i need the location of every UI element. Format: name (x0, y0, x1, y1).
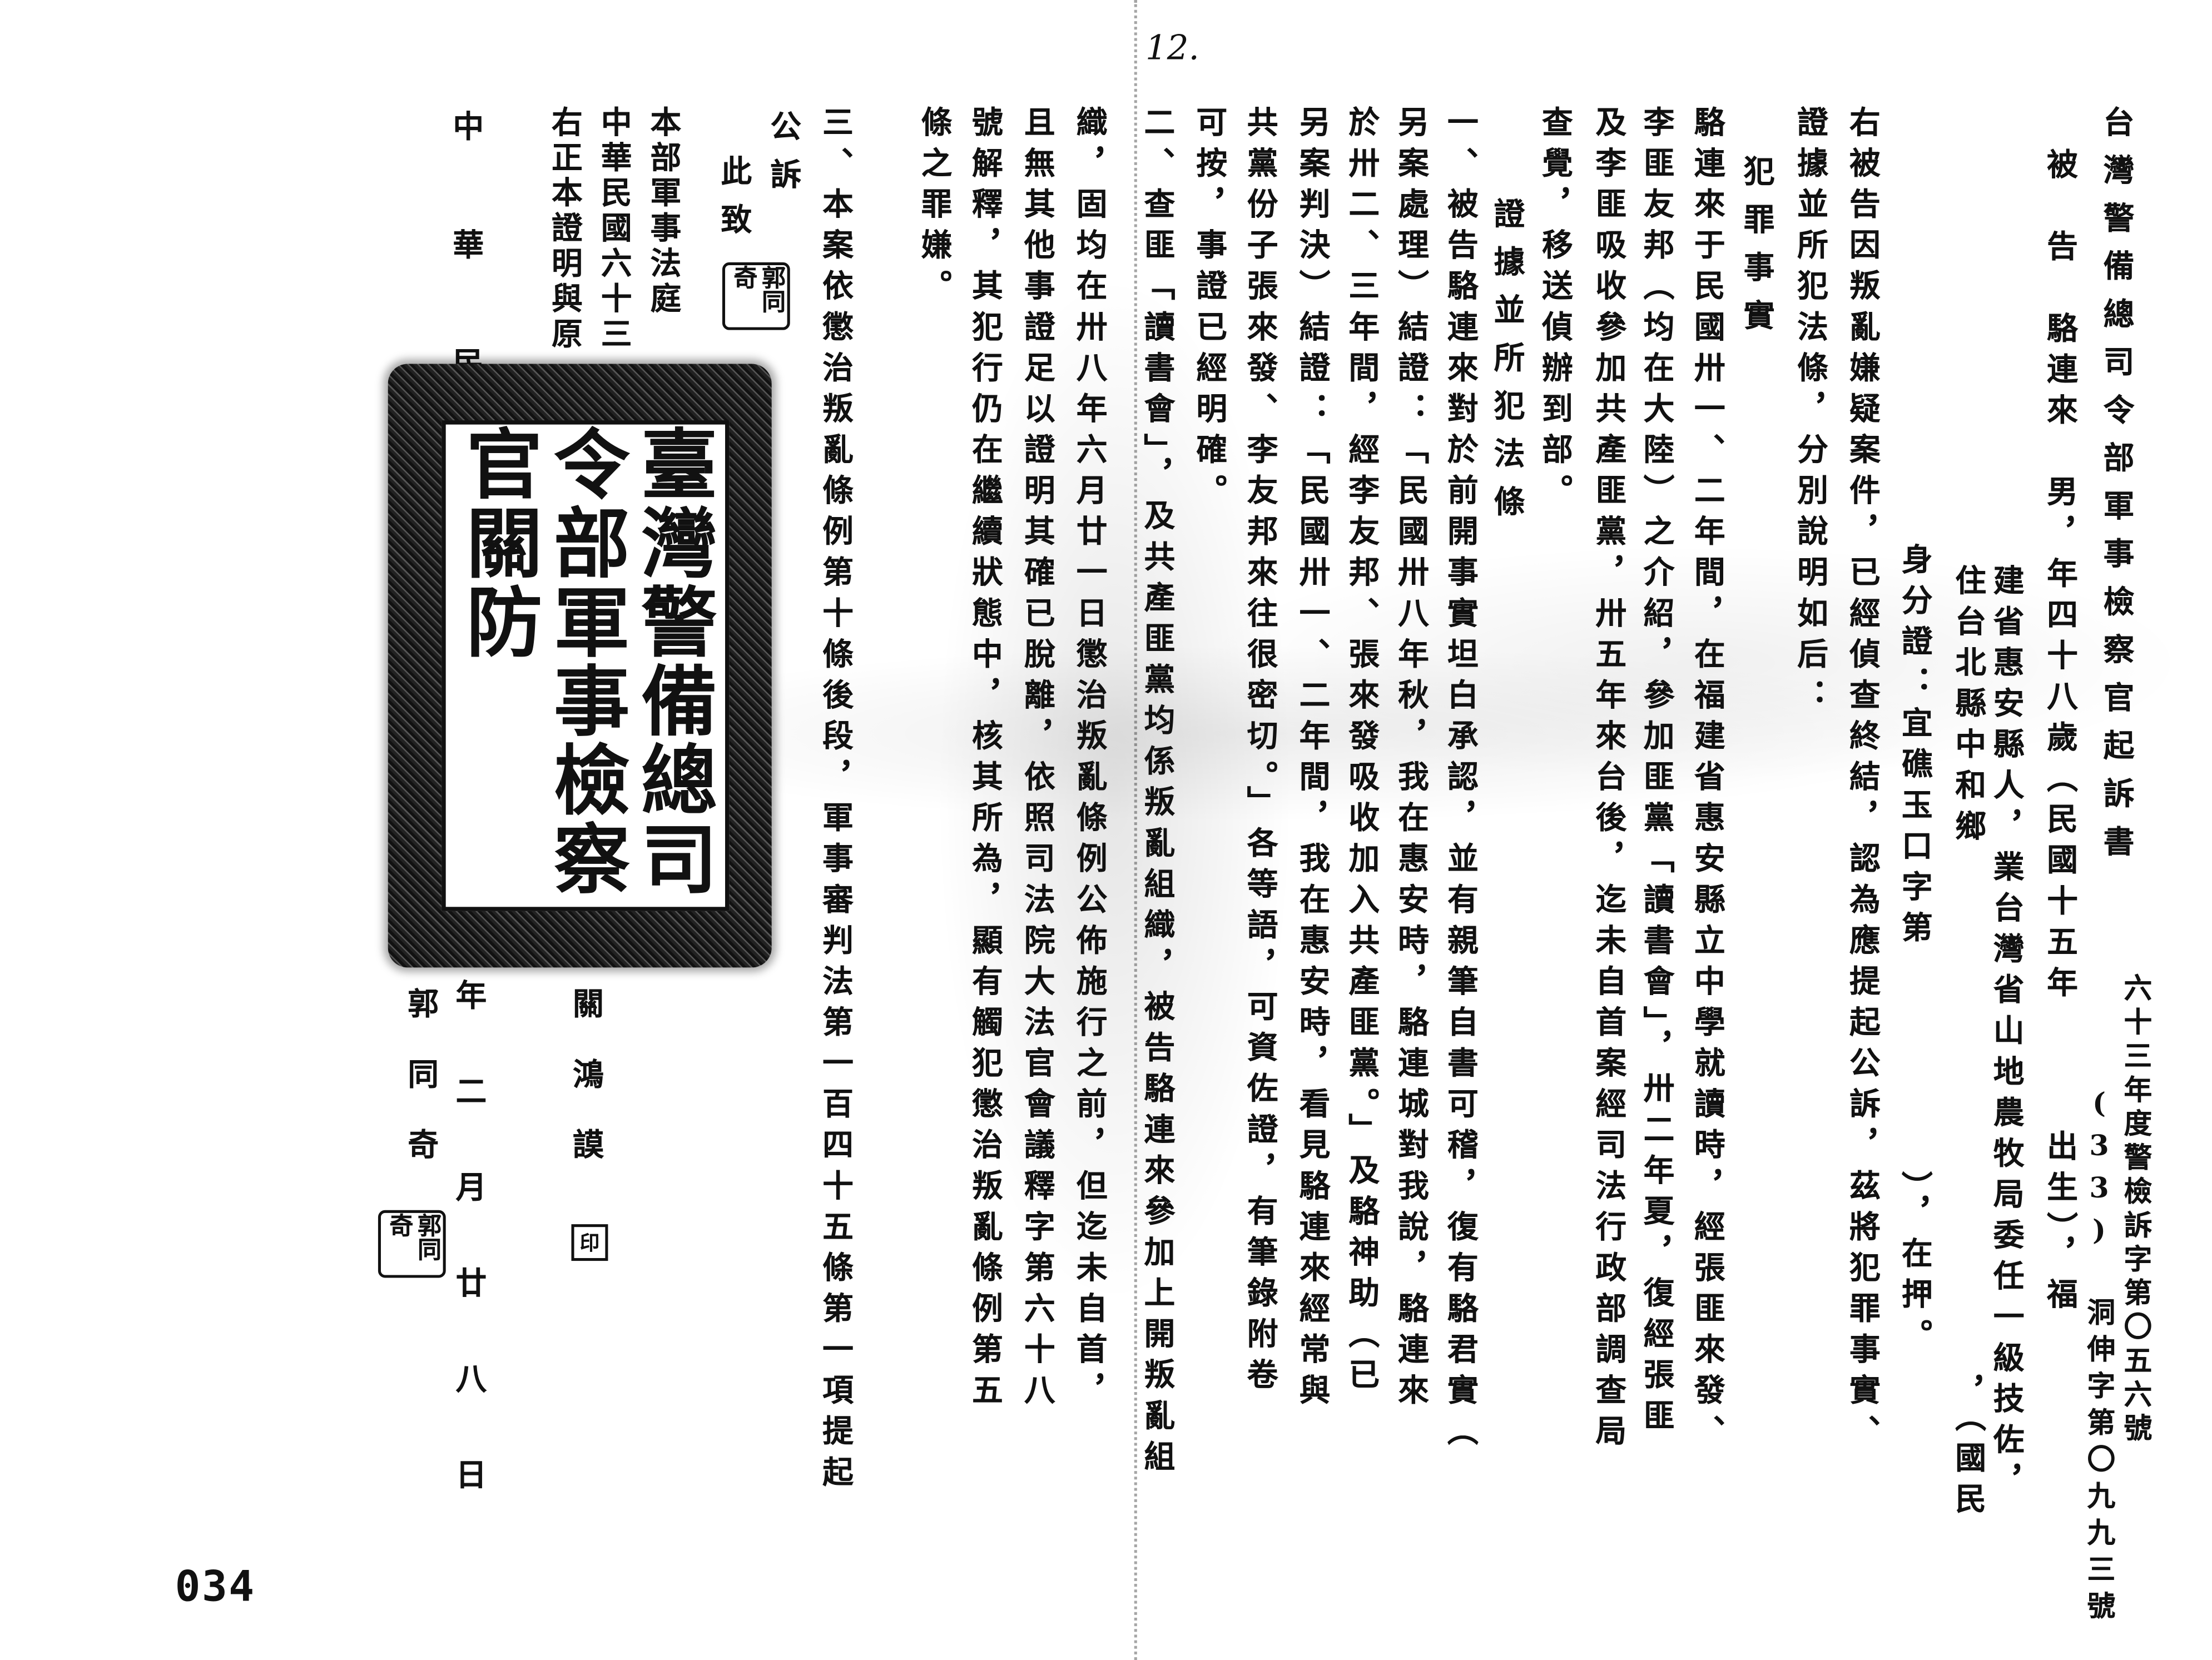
facts-line: 查覺，移送偵辦到部。 (1536, 106, 1573, 515)
date-line-start: 中 華 民 (447, 110, 484, 406)
evidence-line: 於卅二、三年間，經李友邦、張來發吸收加入共產匪黨。」及駱神助（已 (1343, 106, 1380, 1399)
facts-heading: 犯罪事實 (1738, 155, 1775, 347)
defendant-custody: ），在押。 (1896, 1170, 1933, 1360)
evidence-line: 共黨份子張來發、李友邦來往很密切。」各等語，可資佐證，有筆錄附卷 (1241, 106, 1278, 1399)
official-seal: 臺灣警備總司令部軍事檢察官關防 (388, 364, 772, 968)
certification-text: 右正本證明與原 (545, 106, 583, 353)
closing-salutation: 此致 (715, 155, 752, 251)
evidence-line: 號解釋，其犯行仍在繼續狀態中，核其所為，顯有觸犯懲治叛亂條例第五 (966, 106, 1003, 1415)
evidence-line: 可按，事證已經明確。 (1191, 106, 1228, 515)
handwritten-page-number: 12. (1145, 28, 1199, 68)
prosecutor-signature: 關鴻謨 (567, 987, 604, 1199)
clerk-seal: 郭同奇 (378, 1210, 446, 1278)
prosecutor-seal: 印 (571, 1224, 608, 1261)
clerk-signature: 郭同奇 (402, 987, 439, 1199)
case-number: 六十三年度警檢訴字第〇五六號 (2119, 973, 2153, 1447)
evidence-line: 二、查匪「讀書會」，及共產匪黨均係叛亂組織，被告駱連來參加上開叛亂組 (1138, 106, 1176, 1481)
clerk-seal-small: 郭同奇 (722, 262, 790, 330)
evidence-line: 另案處理）結證：「民國卅八年秋，我在惠安時，駱連城對我說，駱連來 (1392, 106, 1429, 1415)
evidence-line: 且無其他事證足以證明其確已脫離，依照司法院大法官會議釋字第六十八 (1018, 106, 1055, 1415)
date-line-end: 年二月廿八日 (450, 978, 487, 1554)
defendant-address: 住台北縣中和鄉 (1950, 564, 1987, 851)
evidence-line: 織，固均在卅八年六月廿一日懲治叛亂條例公佈施行之前，但迄未自首， (1070, 106, 1108, 1415)
page-number: 034 (175, 1562, 256, 1612)
evidence-line: 一、被告駱連來對於前開事實坦白承認，並有親筆自書可稽，復有駱君實（ (1441, 106, 1479, 1456)
addressee: 本部軍事法庭 (644, 106, 682, 317)
intro-line-1: 右被告因叛亂嫌疑案件，已經偵查終結，認為應提起公訴，茲將犯罪事實、 (1843, 106, 1881, 1456)
facts-line: 駱連來于民國卅一、二年間，在福建省惠安縣立中學就讀時，經張匪來發、 (1688, 106, 1725, 1456)
defendant-line-1: 被 告 駱連來 男，年四十八歲（民國十五年 出生），福 (2041, 148, 2079, 1319)
evidence-heading: 證據並所犯法條 (1488, 197, 1525, 533)
date-partial: 中華民國六十三 (595, 106, 632, 353)
evidence-line: 三、本案依懲治叛亂條例第十條後段，軍事審判法第一百四十五條第一項提起 (816, 106, 854, 1497)
defendant-address-tail: ，（國民 (1950, 1375, 1987, 1523)
intro-line-2: 證據並所犯法條，分別說明如后： (1791, 106, 1828, 719)
document-title: 台灣警備總司令部軍事檢察官起訴書 (2097, 106, 2135, 873)
defendant-line-2: 建省惠安縣人，業台灣省山地農牧局委任一級技佐， (1987, 564, 2025, 1505)
official-seal-text: 臺灣警備總司令部軍事檢察官關防 (442, 420, 730, 911)
reference-number: (33) 洞伸字第〇九九三號 (2082, 1086, 2116, 1628)
evidence-line: 條之罪嫌。 (915, 106, 953, 311)
facts-line: 李匪友邦（均在大陸）之介紹，參加匪黨「讀書會」，卅二年夏，復經張匪 (1638, 106, 1675, 1440)
closing-indictment: 公訴 (765, 110, 802, 206)
evidence-line: 另案判決）結證：「民國卅一、二年間，我在惠安時，看見駱連來經常與 (1293, 106, 1331, 1415)
page-fold-line (1134, 0, 1137, 1660)
defendant-id-card: 身分證：宜礁玉口字第 (1896, 543, 1933, 952)
facts-line: 及李匪吸收參加共產匪黨，卅五年來台後，迄未自首案經司法行政部調查局 (1590, 106, 1627, 1456)
